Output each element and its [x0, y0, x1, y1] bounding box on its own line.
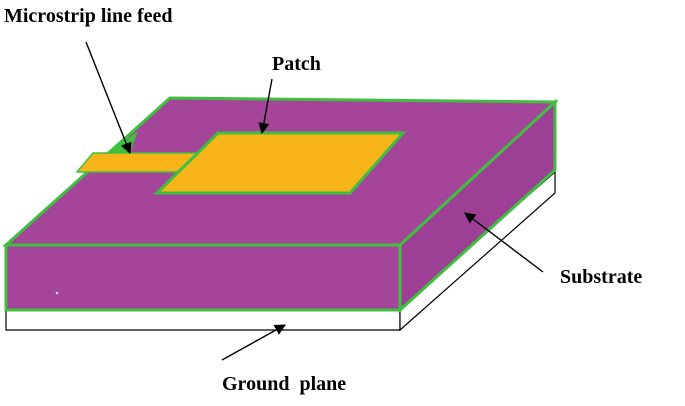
- label-ground-plane: Ground plane: [222, 373, 346, 395]
- substrate-block: [2, 96, 559, 314]
- label-microstrip-feed: Microstrip line feed: [4, 5, 172, 27]
- label-patch: Patch: [272, 53, 321, 75]
- ground-arrow: [221, 324, 286, 361]
- patch: [153, 131, 407, 195]
- patch-arrow: [258, 78, 273, 135]
- label-substrate: Substrate: [560, 266, 642, 288]
- substrate-speck: [55, 291, 59, 295]
- feed-arrow: [85, 41, 132, 155]
- leader-arrows: [85, 41, 544, 361]
- substrate-front-face: [4, 243, 402, 312]
- substrate-arrow: [464, 212, 544, 273]
- ground-plane: [5, 170, 556, 332]
